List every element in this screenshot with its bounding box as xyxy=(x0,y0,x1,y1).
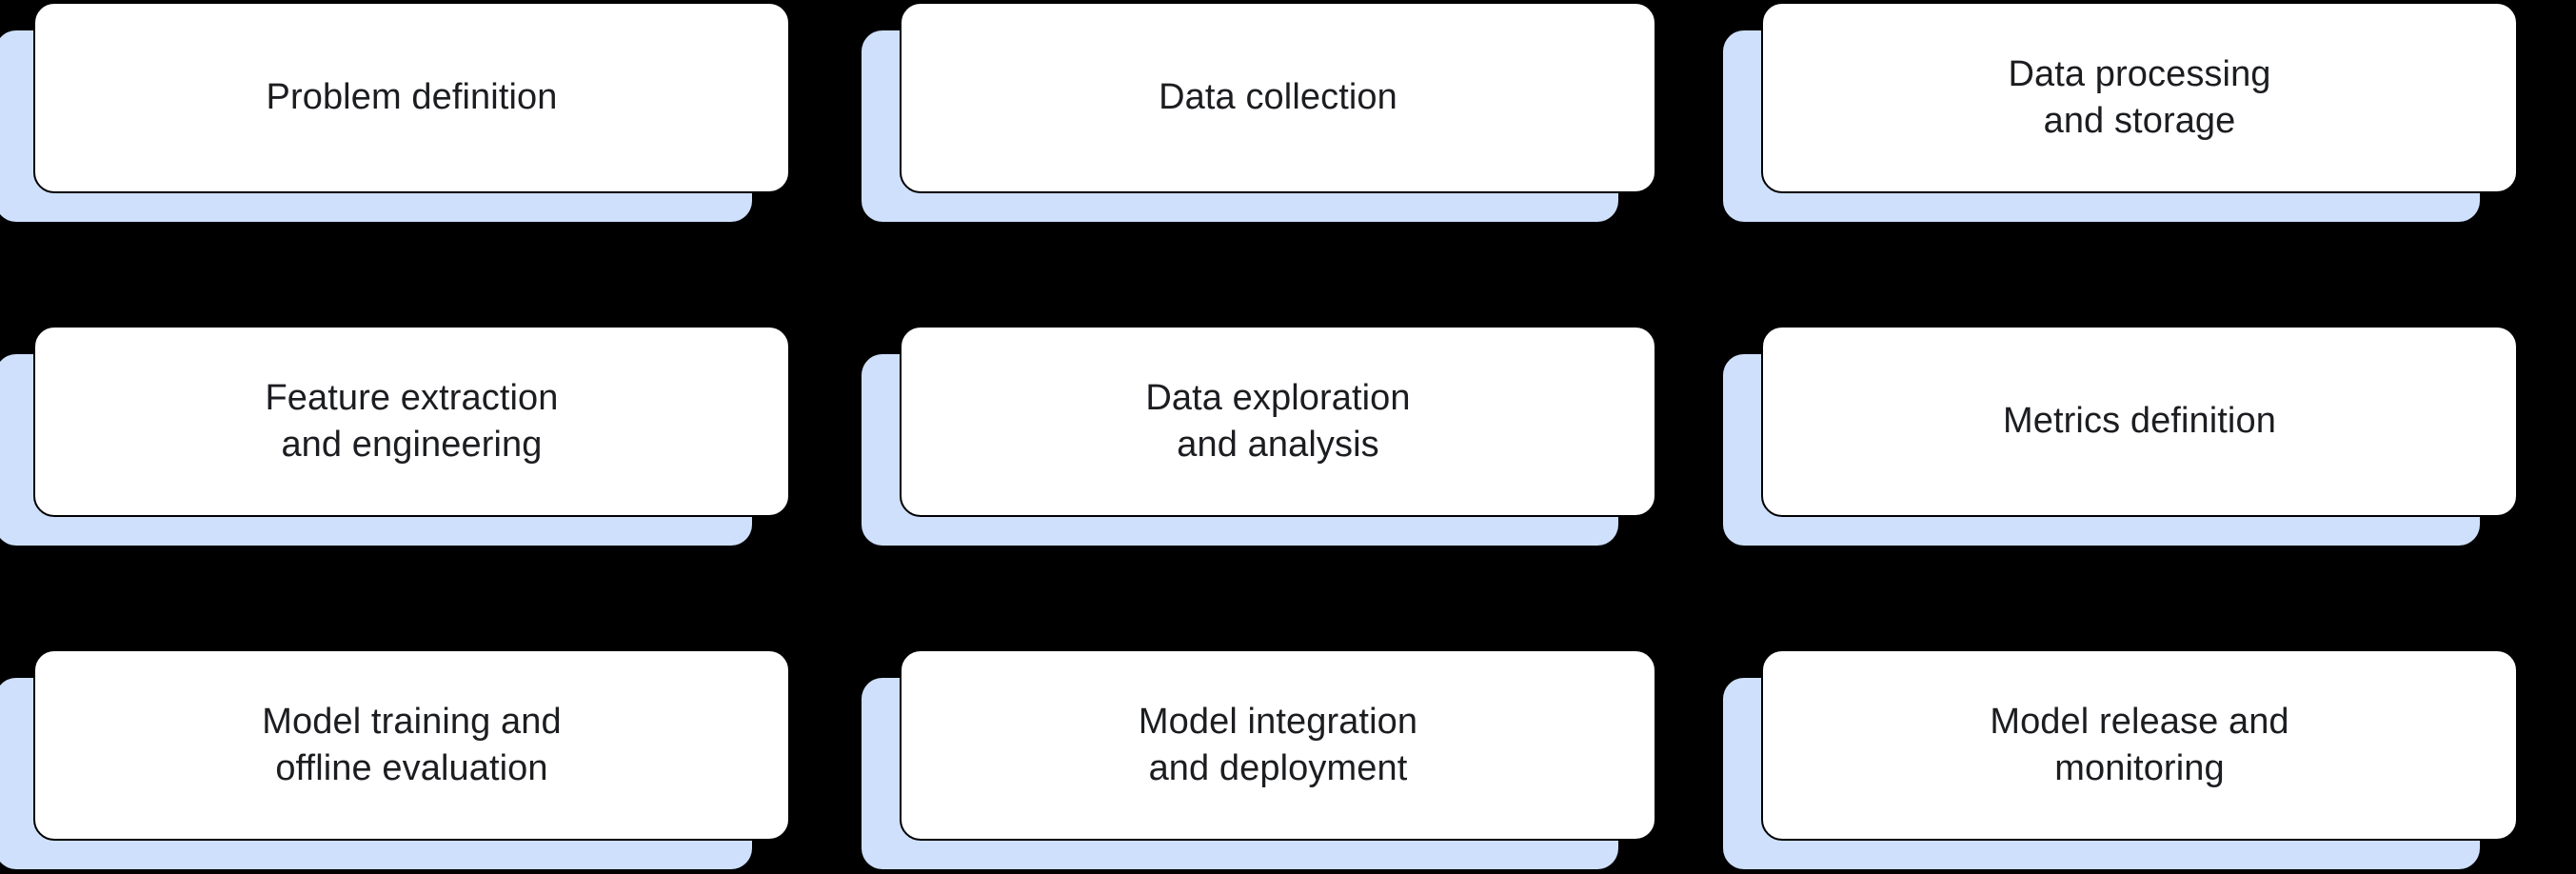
card-label: Model training and offline evaluation xyxy=(262,701,562,788)
card-label: Model integration and deployment xyxy=(1138,701,1418,788)
card-label: Data processing and storage xyxy=(2008,53,2271,141)
stage-card-metrics-definition[interactable]: Metrics definition xyxy=(1723,326,2518,546)
stage-card-model-release[interactable]: Model release and monitoring xyxy=(1723,649,2518,869)
stage-card-problem-definition[interactable]: Problem definition xyxy=(0,2,790,222)
stage-card-data-collection[interactable]: Data collection xyxy=(862,2,1656,222)
card-face[interactable]: Feature extraction and engineering xyxy=(33,326,790,517)
stage-card-model-integration[interactable]: Model integration and deployment xyxy=(862,649,1656,869)
stage-card-model-training[interactable]: Model training and offline evaluation xyxy=(0,649,790,869)
card-face[interactable]: Problem definition xyxy=(33,2,790,193)
card-label: Problem definition xyxy=(266,77,558,118)
card-label: Feature extraction and engineering xyxy=(265,377,559,465)
stage-card-data-exploration[interactable]: Data exploration and analysis xyxy=(862,326,1656,546)
card-face[interactable]: Model release and monitoring xyxy=(1761,649,2518,841)
card-label: Data exploration and analysis xyxy=(1145,377,1411,465)
stage-card-feature-extraction[interactable]: Feature extraction and engineering xyxy=(0,326,790,546)
stage-card-data-processing-storage[interactable]: Data processing and storage xyxy=(1723,2,2518,222)
card-face[interactable]: Data collection xyxy=(900,2,1656,193)
card-label: Metrics definition xyxy=(2003,401,2276,442)
card-face[interactable]: Model training and offline evaluation xyxy=(33,649,790,841)
card-face[interactable]: Model integration and deployment xyxy=(900,649,1656,841)
card-face[interactable]: Data processing and storage xyxy=(1761,2,2518,193)
card-face[interactable]: Data exploration and analysis xyxy=(900,326,1656,517)
card-label: Model release and monitoring xyxy=(1990,701,2289,788)
card-face[interactable]: Metrics definition xyxy=(1761,326,2518,517)
card-label: Data collection xyxy=(1159,77,1397,118)
